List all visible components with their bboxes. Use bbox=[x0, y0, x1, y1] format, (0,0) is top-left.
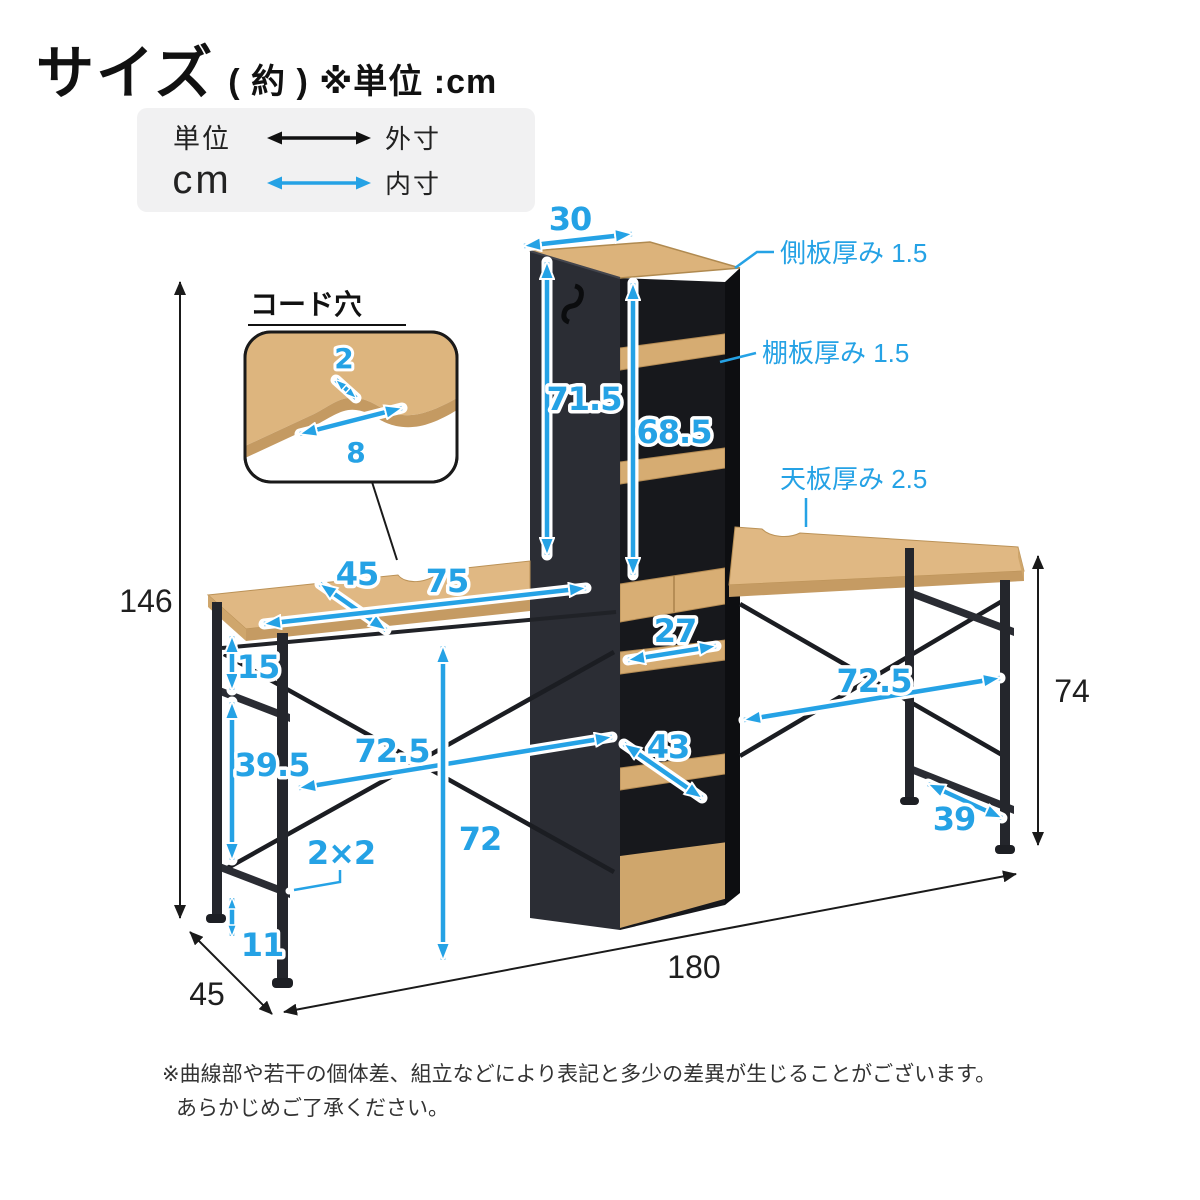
label-side-panel-thickness: 側板厚み 1.5 bbox=[734, 238, 927, 270]
dim-left-leg-inner-width: 72.5 bbox=[293, 729, 618, 794]
title-unit-note: ( 約 ) ※単位 :cm bbox=[228, 63, 498, 101]
dim-desk-height: 74 bbox=[1032, 555, 1090, 846]
title-text: サイズ bbox=[36, 41, 215, 106]
dim-total-width: 180 bbox=[283, 870, 1017, 1016]
svg-text:39: 39 bbox=[933, 800, 976, 838]
right-side-bar-upper bbox=[908, 588, 1014, 636]
svg-text:72.5: 72.5 bbox=[355, 732, 430, 770]
svg-text:天板厚み 2.5: 天板厚み 2.5 bbox=[780, 464, 927, 494]
svg-text:30: 30 bbox=[549, 200, 592, 238]
svg-text:15: 15 bbox=[237, 648, 280, 686]
left-side-bar-lower bbox=[212, 860, 290, 898]
svg-text:146: 146 bbox=[119, 583, 172, 619]
side-hook bbox=[561, 283, 584, 325]
svg-text:45: 45 bbox=[189, 976, 225, 1012]
label-shelf-thickness: 棚板厚み 1.5 bbox=[719, 338, 909, 368]
leg-foot bbox=[272, 978, 293, 988]
legend-inner-row: 内寸 bbox=[267, 164, 441, 201]
svg-text:74: 74 bbox=[1054, 673, 1090, 709]
svg-text:75: 75 bbox=[426, 562, 469, 600]
svg-text:180: 180 bbox=[667, 949, 720, 985]
legend-inner-label: 内寸 bbox=[385, 169, 442, 199]
svg-text:2: 2 bbox=[334, 342, 353, 375]
svg-text:27: 27 bbox=[654, 612, 697, 650]
label-top-panel-thickness: 天板厚み 2.5 bbox=[780, 464, 927, 527]
dim-right-leg-inner-width: 72.5 bbox=[738, 659, 1006, 726]
svg-text:側板厚み 1.5: 側板厚み 1.5 bbox=[780, 238, 927, 268]
dim-tower-inner-height: 68.5 bbox=[633, 277, 716, 581]
svg-text:2×2: 2×2 bbox=[307, 834, 375, 872]
dim-left-desk-width: 75 bbox=[258, 559, 592, 624]
dim-leg-cross-section: 2×2 bbox=[285, 831, 380, 895]
legend-unit-label: 単位 bbox=[173, 124, 231, 154]
svg-text:8: 8 bbox=[346, 436, 365, 469]
outer-dimension-arrow-icon bbox=[267, 131, 371, 144]
legend-unit: 単位 cm bbox=[137, 117, 267, 203]
dim-tower-height-above-desk: 71.5 bbox=[547, 256, 626, 561]
footnote: ※曲線部や若干の個体差、組立などにより表記と多少の差異が生じることがございます。… bbox=[162, 1058, 1082, 1126]
dim-shelf-inner-depth: 43 bbox=[618, 725, 708, 804]
legend-unit-value: cm bbox=[172, 158, 232, 202]
callout-pointer bbox=[371, 481, 398, 561]
dim-foot-clearance: 11 bbox=[226, 892, 288, 968]
desk-leg bbox=[212, 602, 222, 920]
dim-cord-hole-width: 8 bbox=[294, 402, 408, 472]
svg-text:棚板厚み 1.5: 棚板厚み 1.5 bbox=[762, 338, 909, 368]
dim-apron-gap: 15 bbox=[232, 630, 284, 696]
dim-cord-hole-depth: 2 bbox=[330, 339, 362, 404]
page-title: サイズ ( 約 ) ※単位 :cm bbox=[36, 26, 497, 110]
dim-tower-top-width: 30 bbox=[518, 197, 638, 246]
footnote-line1: ※曲線部や若干の個体差、組立などにより表記と多少の差異が生じることがございます。 bbox=[162, 1063, 997, 1086]
leg-foot bbox=[995, 845, 1015, 854]
footnote-line2: あらかじめご了承ください。 bbox=[176, 1097, 449, 1120]
dim-shelf-inner-width: 27 bbox=[622, 609, 722, 660]
right-desk-end-edge bbox=[1018, 547, 1024, 581]
svg-text:68.5: 68.5 bbox=[637, 413, 712, 451]
dim-right-leg-inner-depth: 39 bbox=[922, 778, 1008, 842]
svg-text:39.5: 39.5 bbox=[235, 746, 310, 784]
svg-text:43: 43 bbox=[647, 728, 690, 766]
unit-legend-box: 単位 cm 外寸 内寸 bbox=[137, 108, 535, 212]
svg-text:72.5: 72.5 bbox=[837, 662, 912, 700]
legend-outer-row: 外寸 bbox=[267, 119, 441, 156]
svg-text:71.5: 71.5 bbox=[547, 380, 622, 418]
right-desk-front-edge bbox=[729, 571, 1024, 597]
dimension-annotations: 30 71.5 68.5 側板厚み 1.5 棚板厚み 1.5 bbox=[119, 197, 1090, 1016]
dim-total-height: 146 bbox=[119, 281, 186, 919]
svg-text:11: 11 bbox=[241, 926, 284, 964]
dim-leg-lower-span: 39.5 bbox=[232, 696, 314, 866]
legend-outer-label: 外寸 bbox=[385, 124, 442, 154]
leg-foot bbox=[900, 797, 919, 805]
callout-wood-edge bbox=[245, 397, 457, 458]
cord-hole-callout: コード穴 2 8 bbox=[243, 289, 459, 561]
callout-title: コード穴 bbox=[250, 289, 362, 320]
dim-outer-depth: 45 bbox=[189, 931, 273, 1015]
desk-leg bbox=[1000, 580, 1010, 850]
inner-dimension-arrow-icon bbox=[267, 176, 371, 189]
svg-text:72: 72 bbox=[459, 820, 502, 858]
desk-leg bbox=[277, 633, 288, 984]
svg-text:45: 45 bbox=[336, 555, 379, 593]
leg-foot bbox=[206, 914, 226, 923]
